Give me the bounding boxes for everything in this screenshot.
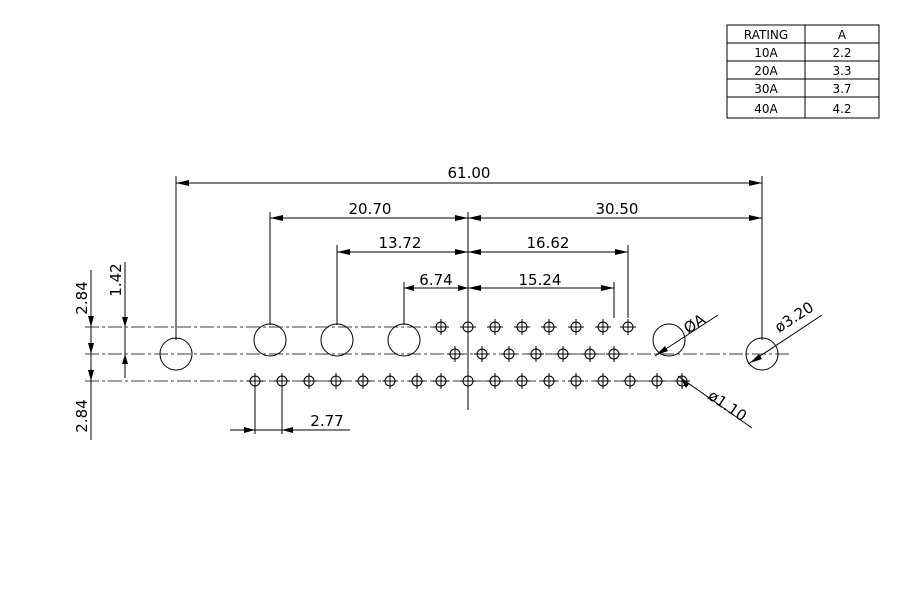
hole-labels: ØA ø3.20 ø1.10 <box>654 298 823 429</box>
pin-hole <box>595 373 611 389</box>
rating-table-cell: 4.2 <box>832 102 851 116</box>
arrowhead <box>468 215 481 221</box>
variable-hole <box>652 323 686 357</box>
arrowhead <box>615 249 628 255</box>
pin-hole <box>382 373 398 389</box>
pin-hole <box>582 346 598 362</box>
rating-table-border <box>726 24 880 119</box>
pin-hole <box>409 373 425 389</box>
rating-table-cell: 20A <box>754 64 778 78</box>
leader-line-pin <box>677 375 753 429</box>
pin-hole <box>433 319 449 335</box>
pin-holes <box>247 319 690 389</box>
pin-hole <box>247 373 263 389</box>
arrowhead <box>404 285 414 291</box>
pin-hole <box>301 373 317 389</box>
label-pin-diameter: ø1.10 <box>705 386 750 425</box>
arrowhead <box>750 354 762 363</box>
pin-hole <box>622 373 638 389</box>
label-mount-diameter: ø3.20 <box>771 298 817 336</box>
pin-hole <box>460 319 476 335</box>
pin-hole <box>568 373 584 389</box>
arrowhead <box>601 285 614 291</box>
arrowhead <box>176 180 189 186</box>
pin-hole <box>274 373 290 389</box>
dim-small-offset: 6.74 <box>419 271 452 289</box>
pin-hole <box>487 319 503 335</box>
rating-table-cell: 40A <box>754 102 778 116</box>
pin-hole <box>487 373 503 389</box>
dim-right-span: 16.62 <box>527 234 570 252</box>
power-hole <box>320 323 354 357</box>
arrowhead <box>88 343 94 354</box>
dim-center-to-right: 30.50 <box>596 200 639 218</box>
rating-table-cell: 2.2 <box>832 46 851 60</box>
rating-table-header-rating: RATING <box>744 28 788 42</box>
dim-overall-width: 61.00 <box>448 164 491 182</box>
arrowhead <box>88 370 94 381</box>
arrowhead <box>455 249 468 255</box>
pin-hole <box>501 346 517 362</box>
arrowhead <box>122 317 128 327</box>
dim-lower-row-height: 2.84 <box>73 399 91 432</box>
arrowhead <box>749 215 762 221</box>
pin-hole <box>460 373 476 389</box>
arrowhead <box>749 180 762 186</box>
arrowhead <box>458 285 468 291</box>
pin-hole <box>474 346 490 362</box>
pin-hole <box>674 373 690 389</box>
arrowhead <box>122 354 128 364</box>
pin-hole <box>649 373 665 389</box>
dim-upper-row-height: 2.84 <box>73 281 91 314</box>
arrowhead <box>656 346 668 355</box>
pin-hole <box>541 319 557 335</box>
extension-lines <box>175 176 763 434</box>
pin-hole <box>514 319 530 335</box>
arrowhead <box>244 427 255 433</box>
leader-line-mount-hole <box>747 314 823 365</box>
label-variable-diameter: ØA <box>680 310 709 338</box>
dim-left-to-center: 20.70 <box>349 200 392 218</box>
dim-row-span: 15.24 <box>519 271 562 289</box>
dim-pitch: 2.77 <box>310 412 343 430</box>
vertical-dimensions: 2.84 1.42 2.84 <box>73 262 128 440</box>
arrowhead <box>337 249 350 255</box>
pin-hole <box>568 319 584 335</box>
pin-hole <box>514 373 530 389</box>
rating-table: RATING A 10A 2.2 20A 3.3 30A 3.7 40A 4.2 <box>726 24 880 119</box>
dim-large-hole-offset: 13.72 <box>379 234 422 252</box>
pin-hole <box>541 373 557 389</box>
pin-hole <box>328 373 344 389</box>
rating-table-cell: 10A <box>754 46 778 60</box>
rating-table-cell: 3.3 <box>832 64 851 78</box>
pin-hole <box>555 346 571 362</box>
arrowhead <box>468 249 481 255</box>
pin-hole <box>620 319 636 335</box>
arrowhead <box>468 285 481 291</box>
pin-hole <box>355 373 371 389</box>
mounting-hole <box>745 337 779 371</box>
pin-hole <box>595 319 611 335</box>
dim-half-height: 1.42 <box>107 263 125 296</box>
rating-table-cell: 3.7 <box>832 82 851 96</box>
power-hole <box>387 323 421 357</box>
pin-hole <box>447 346 463 362</box>
arrowhead <box>88 316 94 327</box>
arrowhead <box>455 215 468 221</box>
arrowhead <box>680 377 689 388</box>
rating-table-cell: 30A <box>754 82 778 96</box>
arrowhead <box>282 427 293 433</box>
horizontal-dimensions: 61.00 20.70 30.50 13.72 16.62 6.74 15.24… <box>176 164 762 433</box>
pin-hole <box>606 346 622 362</box>
pin-hole <box>433 373 449 389</box>
pin-hole <box>528 346 544 362</box>
mounting-hole <box>159 337 193 371</box>
large-holes <box>159 323 779 371</box>
arrowhead <box>270 215 283 221</box>
power-hole <box>253 323 287 357</box>
rating-table-header-a: A <box>838 28 847 42</box>
